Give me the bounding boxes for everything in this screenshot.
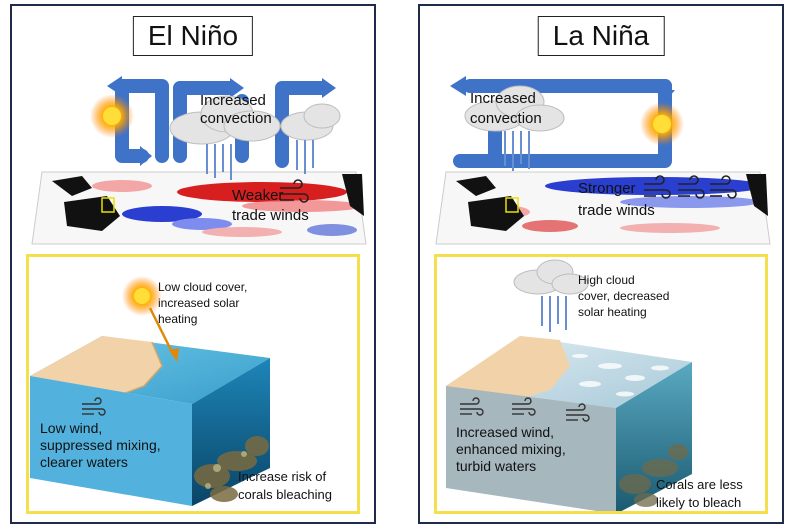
wind-icon-face [82,397,106,416]
face-note-line2: enhanced mixing, [456,441,566,457]
outcome-line1: Corals are less [656,477,743,492]
solar-ray-arrow [148,307,176,357]
highlight-frame [434,254,768,514]
cloud-icon-block [513,259,589,295]
wind-label-line2: trade winds [232,207,309,224]
cloud-note-line3: heating [158,312,198,326]
face-note-line1: Increased wind, [456,424,555,440]
convection-label-line2: convection [470,110,542,127]
wind-label-line2: trade winds [578,202,655,219]
wind-label-line1: Stronger [578,180,636,197]
panel-title: El Niño [132,16,254,56]
arrow-heads [107,76,336,166]
wind-label-line1: Weaker [232,187,284,204]
cloud-icon [169,95,341,145]
la-nina-illustration [435,76,771,514]
cloud-note-line1: High cloud [578,273,635,287]
rain-icon [206,140,314,180]
face-note-line2: suppressed mixing, [40,437,161,453]
face-note-line3: clearer waters [40,454,128,470]
rain-icon [504,131,530,171]
reef-block [30,336,270,506]
face-note-line1: Low wind, [40,420,103,436]
sun-core-block [134,288,150,304]
wind-icon [280,179,309,203]
face-note-line3: turbid waters [456,458,537,474]
sun-core-icon [653,115,671,133]
el-nino-panel: El Niño Increased convection Weaker trad… [10,4,376,524]
solar-ray-head [169,348,179,362]
wind-icon [644,175,737,199]
sun-core-icon [103,107,121,125]
cloud-note-line2: cover, decreased [578,289,670,303]
convection-label-line1: Increased [470,90,536,107]
reef-block [446,336,692,514]
arrow-heads [450,76,675,102]
convection-label-line2: convection [200,110,272,127]
outcome-line2: likely to bleach [656,495,742,510]
cloud-note-line2: increased solar [158,296,240,310]
cloud-icon [464,85,565,132]
la-nina-panel: La Niña Increased convection Stronger tr… [418,4,784,524]
rain-icon-block [541,296,567,332]
panel-title: La Niña [537,16,665,56]
wind-icon-face [460,397,590,422]
el-nino-illustration [30,76,367,506]
outcome-line1: Increase risk of [238,469,327,484]
cloud-note-line1: Low cloud cover, [158,280,248,294]
cloud-note-line3: solar heating [578,305,647,319]
anomaly-map [31,171,367,245]
highlight-frame [26,254,360,514]
outcome-line2: corals bleaching [238,487,332,502]
convection-label-line1: Increased [200,92,266,109]
